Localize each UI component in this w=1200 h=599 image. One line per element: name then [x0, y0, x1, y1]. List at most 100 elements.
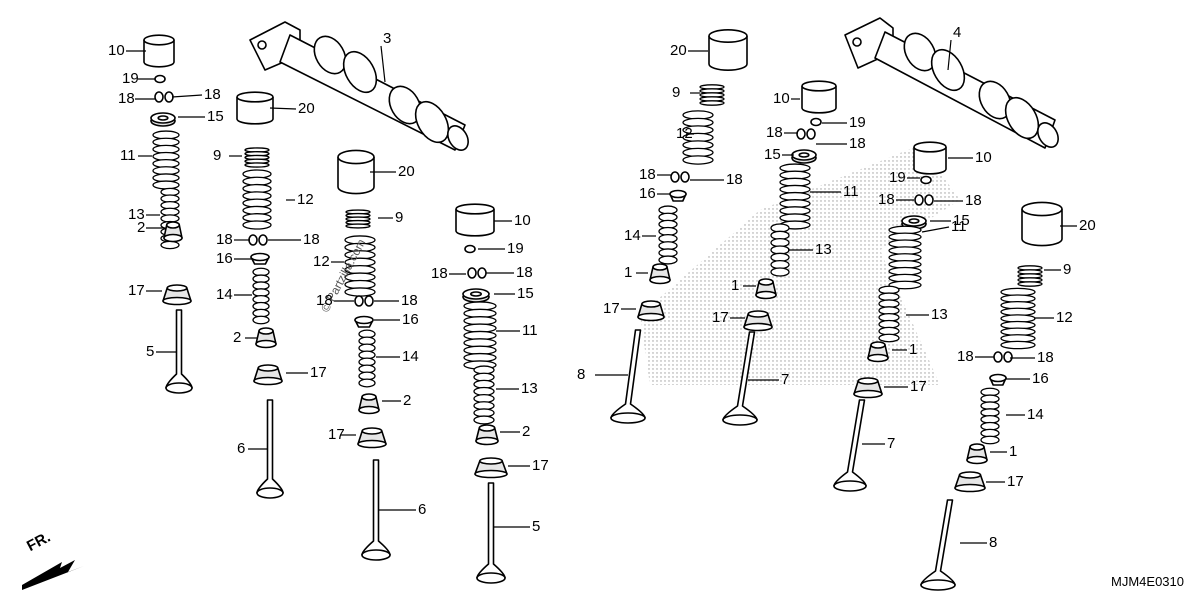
valve: [610, 329, 646, 424]
camshaft-4: [844, 17, 1059, 149]
shim: [920, 175, 932, 185]
callout-1: 1: [1009, 443, 1018, 460]
callout-11: 11: [951, 218, 967, 235]
callout-4: 4: [953, 24, 962, 41]
callout-17: 17: [328, 426, 345, 443]
callout-7: 7: [781, 371, 790, 388]
callout-17: 17: [1007, 473, 1024, 490]
callout-17: 17: [532, 457, 549, 474]
spring-seat: [791, 149, 817, 164]
valve: [361, 459, 391, 561]
leader-line: [921, 226, 950, 233]
retainer: [250, 252, 270, 265]
callout-18: 18: [216, 231, 233, 248]
callout-7: 7: [887, 435, 896, 452]
callout-9: 9: [1063, 261, 1072, 278]
valve-cotters: [248, 234, 268, 246]
valve-cotters: [467, 267, 487, 279]
valve-spring: [344, 235, 376, 297]
valve-seal: [255, 327, 277, 349]
callout-10: 10: [108, 42, 125, 59]
callout-1: 1: [731, 277, 740, 294]
valve-spring: [980, 387, 1000, 445]
callout-12: 12: [676, 125, 693, 142]
valve-lifter: [455, 203, 495, 237]
callout-18: 18: [303, 231, 320, 248]
callout-2: 2: [137, 219, 146, 236]
callout-18: 18: [965, 192, 982, 209]
callout-18: 18: [401, 292, 418, 309]
valve-cotters: [154, 91, 174, 103]
callout-18: 18: [766, 124, 783, 141]
valve-spring: [779, 163, 811, 230]
callout-19: 19: [122, 70, 139, 87]
callout-16: 16: [639, 185, 656, 202]
valve-cotters: [914, 194, 934, 206]
callout-18: 18: [316, 292, 333, 309]
shim: [464, 244, 476, 254]
callout-19: 19: [849, 114, 866, 131]
leader-line: [380, 45, 386, 83]
callout-12: 12: [313, 253, 330, 270]
valve-seal: [162, 284, 192, 306]
valve-spring: [358, 329, 376, 388]
valve-spring: [242, 169, 272, 230]
callout-20: 20: [298, 100, 315, 117]
valve-seal: [358, 393, 380, 415]
valve-spring: [888, 225, 922, 290]
callout-18: 18: [878, 191, 895, 208]
callout-20: 20: [398, 163, 415, 180]
valve-seal: [163, 221, 183, 243]
valve: [165, 309, 193, 394]
callout-5: 5: [146, 343, 155, 360]
valve-seal: [649, 263, 671, 285]
callout-1: 1: [624, 264, 633, 281]
valve-spring: [252, 267, 270, 325]
callout-9: 9: [213, 147, 222, 164]
callout-18: 18: [726, 171, 743, 188]
callout-15: 15: [207, 108, 224, 125]
callout-17: 17: [712, 309, 729, 326]
valve-spring: [345, 209, 371, 229]
valve-seal: [474, 457, 508, 479]
valve-seal: [954, 471, 986, 493]
callout-11: 11: [843, 183, 859, 200]
valve-lifter: [913, 141, 947, 175]
valve-lifter: [337, 149, 375, 195]
callout-14: 14: [624, 227, 641, 244]
spring-seat: [462, 288, 490, 303]
callout-3: 3: [383, 30, 392, 47]
callout-11: 11: [522, 322, 538, 339]
valve-spring: [244, 147, 270, 168]
valve: [476, 482, 506, 584]
callout-13: 13: [815, 241, 832, 258]
valve-lifter: [143, 34, 175, 68]
callout-2: 2: [522, 423, 531, 440]
callout-12: 12: [297, 191, 314, 208]
callout-5: 5: [532, 518, 541, 535]
callout-10: 10: [773, 90, 790, 107]
valve-cotters: [354, 295, 374, 307]
valve: [256, 399, 284, 499]
leader-line: [269, 107, 297, 110]
shim: [154, 74, 166, 84]
callout-15: 15: [764, 146, 781, 163]
valve-spring: [658, 205, 678, 265]
callout-18: 18: [639, 166, 656, 183]
callout-17: 17: [603, 300, 620, 317]
front-arrow-icon: [22, 560, 84, 590]
callout-14: 14: [402, 348, 419, 365]
callout-8: 8: [577, 366, 586, 383]
valve-spring: [463, 301, 497, 370]
callout-12: 12: [1056, 309, 1073, 326]
callout-16: 16: [402, 311, 419, 328]
valve-stacks: [143, 29, 1063, 591]
callout-13: 13: [521, 380, 538, 397]
callout-20: 20: [670, 42, 687, 59]
valve-seal: [966, 443, 988, 465]
valve-seal: [853, 377, 883, 399]
valve-lifter: [1021, 201, 1063, 247]
valve: [920, 499, 956, 591]
valve-seal: [253, 364, 283, 386]
valve-lifter: [801, 80, 837, 114]
